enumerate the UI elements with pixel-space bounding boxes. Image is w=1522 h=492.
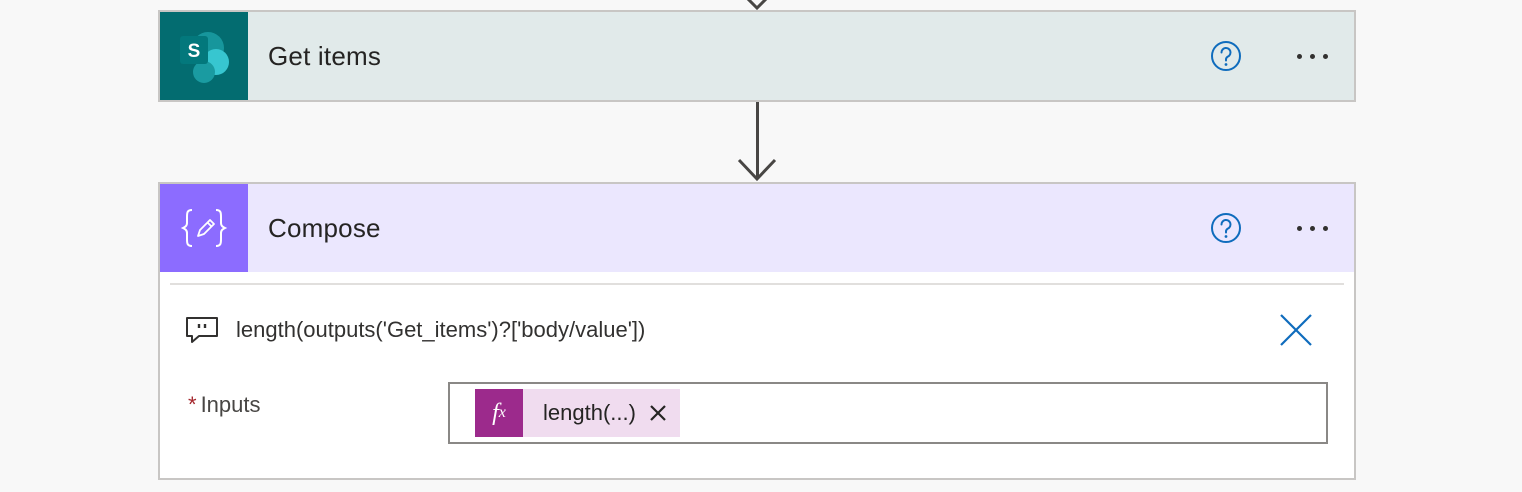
remove-token-icon[interactable]: [644, 399, 672, 427]
help-icon[interactable]: [1210, 212, 1242, 244]
comment-text: length(outputs('Get_items')?['body/value…: [236, 317, 646, 342]
card-title-compose: Compose: [268, 212, 381, 243]
card-title-get-items: Get items: [268, 40, 382, 71]
sharepoint-letter: S: [188, 41, 201, 62]
comment-row: length(outputs('Get_items')?['body/value…: [184, 314, 1334, 346]
card-header-compose[interactable]: Compose: [160, 184, 1354, 272]
compose-braces-pencil-icon: [160, 184, 248, 272]
action-card-get-items[interactable]: S Get items: [158, 10, 1356, 102]
help-icon[interactable]: [1210, 40, 1242, 72]
action-card-compose[interactable]: Compose length(outputs('Get_items')?['bo…: [158, 182, 1356, 480]
more-options-icon[interactable]: [1288, 44, 1336, 68]
sharepoint-icon: S: [160, 12, 248, 100]
arrow-down-icon: [746, 0, 768, 10]
close-comment-icon[interactable]: [1278, 312, 1314, 348]
arrow-down-icon: [737, 158, 777, 182]
comment-icon: [186, 317, 218, 343]
token-label: length(...): [543, 400, 636, 425]
card-divider: [170, 283, 1344, 285]
more-options-icon[interactable]: [1288, 216, 1336, 240]
inputs-label-text: Inputs: [200, 392, 261, 417]
card-header-get-items[interactable]: S Get items: [160, 12, 1354, 100]
inputs-label: *Inputs: [188, 392, 261, 418]
required-marker: *: [188, 392, 197, 417]
